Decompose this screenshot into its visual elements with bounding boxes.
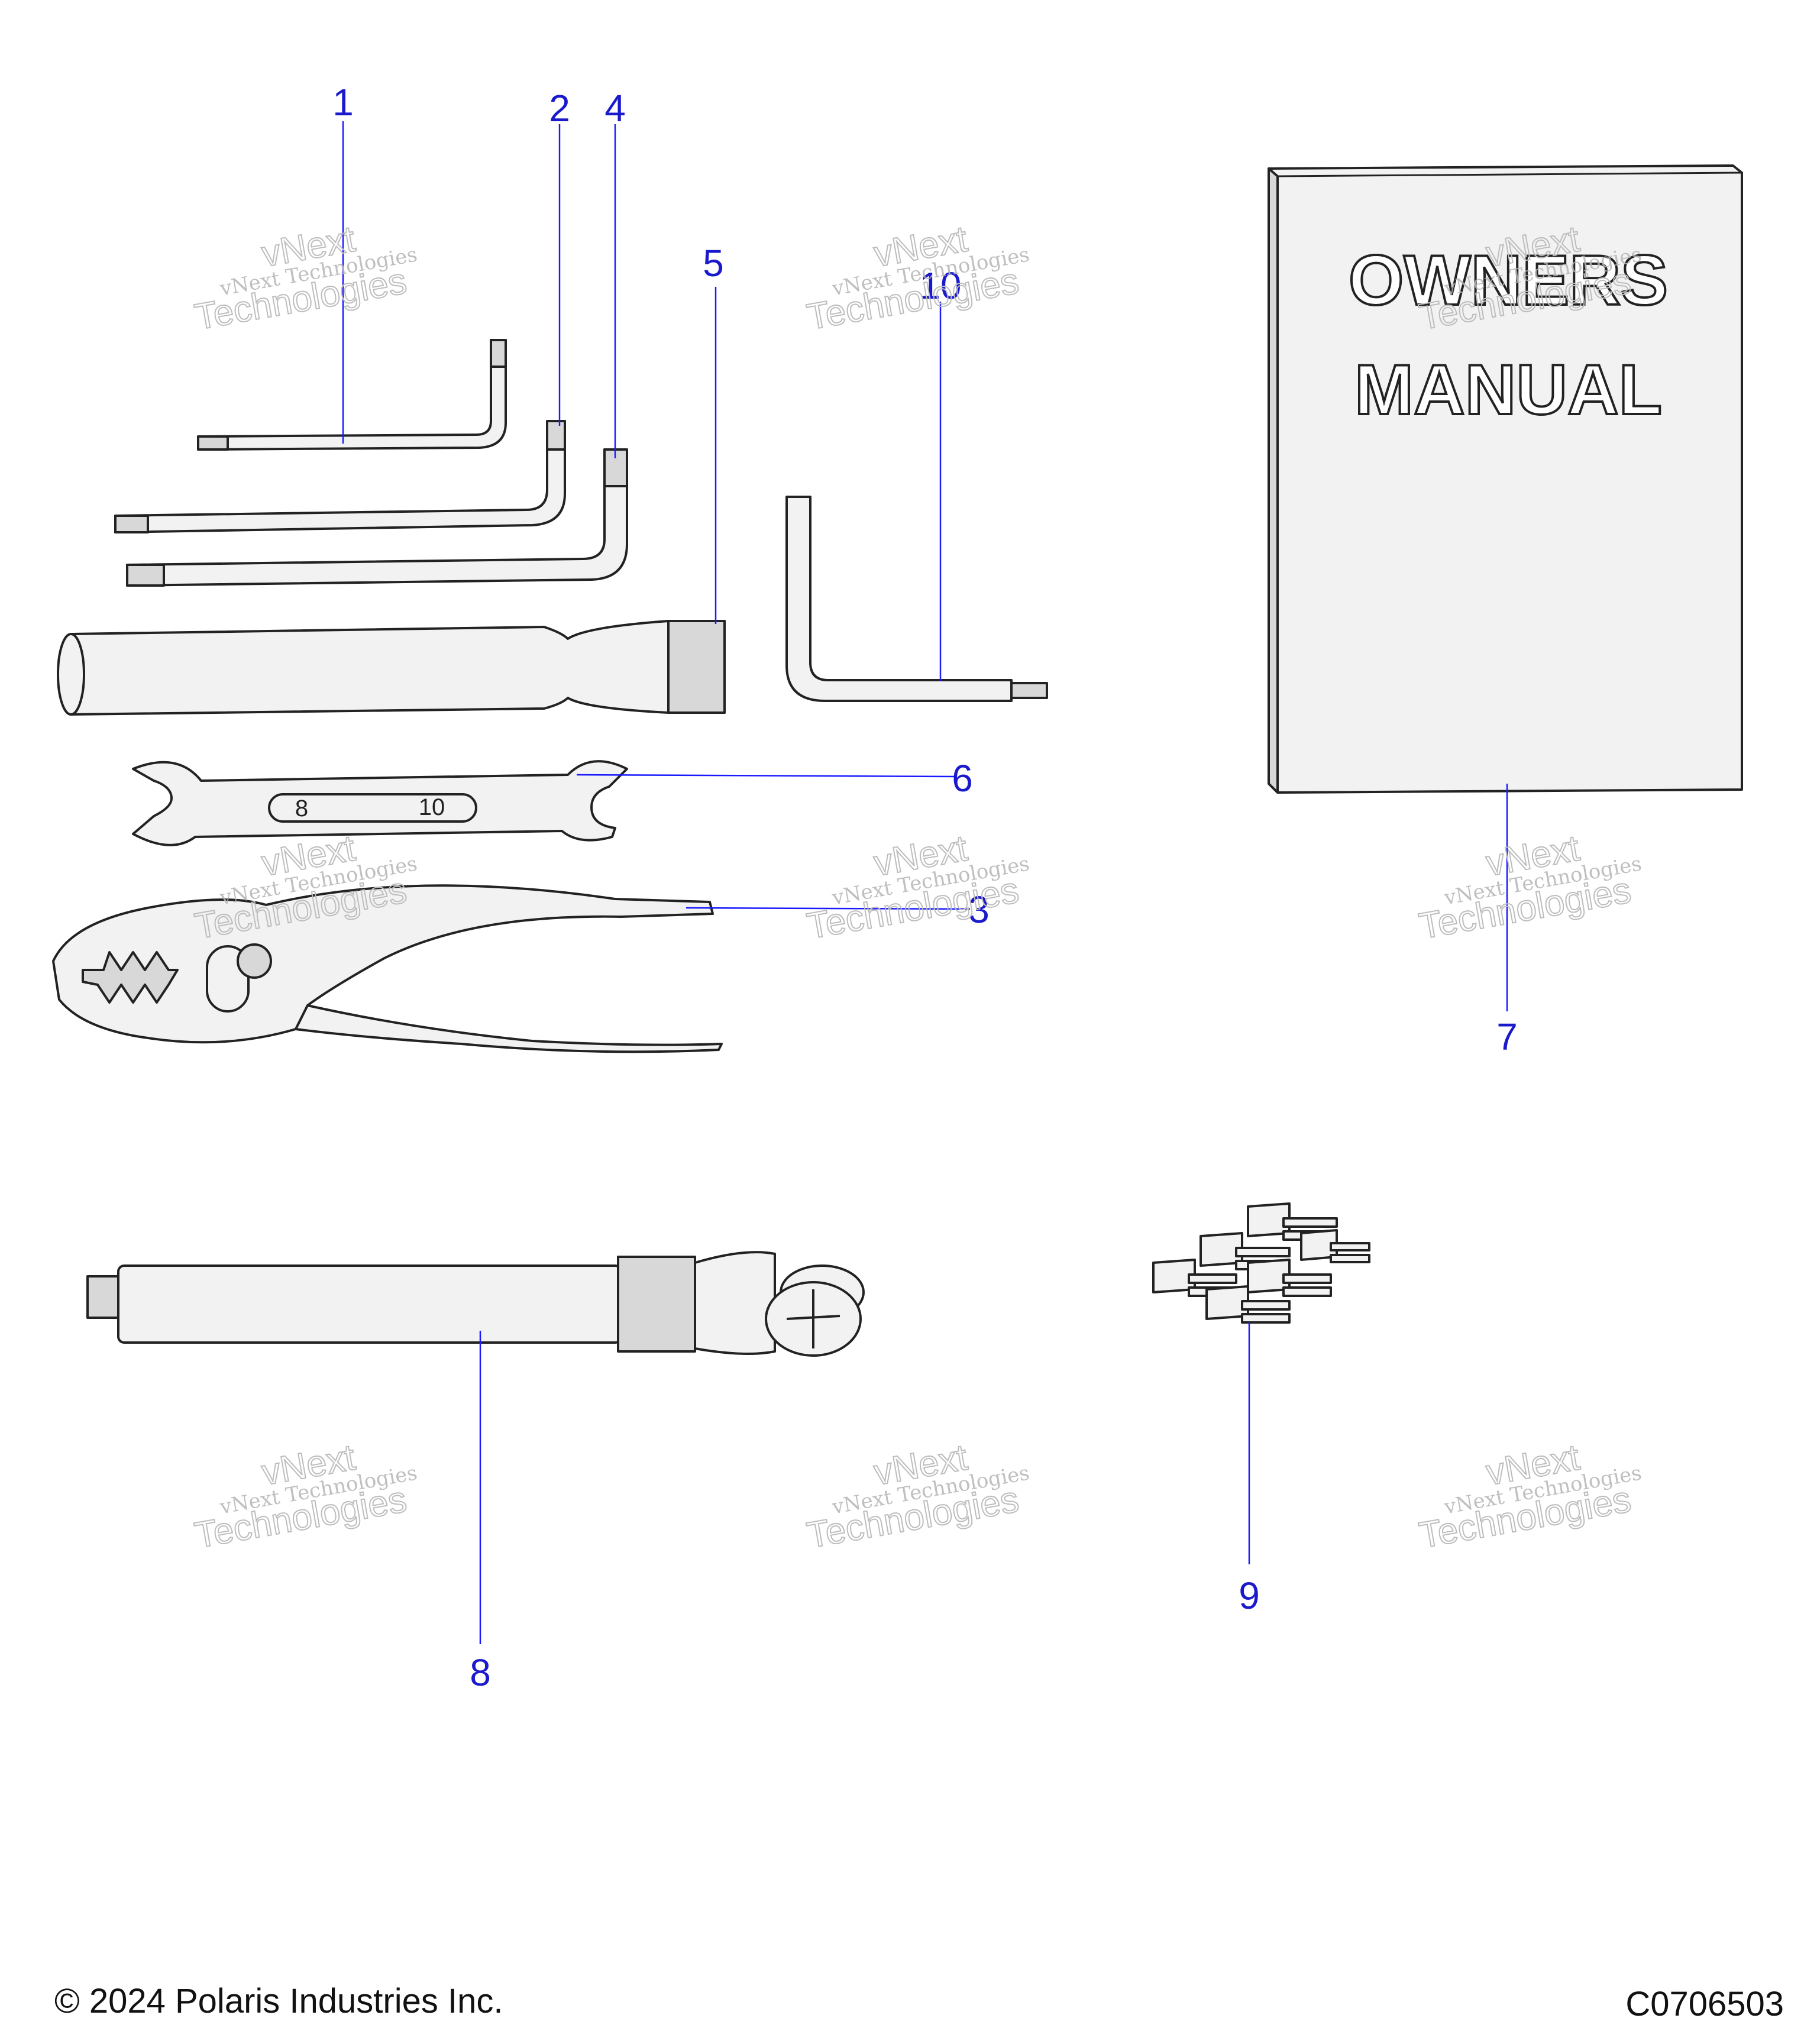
callouts: 1 2 4 5 10 6 3 7 8 9 — [332, 81, 1518, 1694]
callout-10: 10 — [919, 264, 961, 307]
hex-key-1 — [197, 339, 507, 451]
open-end-wrench: 8 10 — [132, 760, 628, 846]
callout-4: 4 — [604, 87, 626, 130]
watermark: vNext vNext Technologies Technologies — [803, 1437, 1031, 1557]
watermark: vNext vNext Technologies Technologies — [1415, 827, 1643, 948]
leader-6 — [576, 774, 956, 778]
fuse-set — [1152, 1202, 1370, 1324]
watermark: vNext vNext Technologies Technologies — [803, 218, 1031, 339]
watermark: vNext vNext Technologies Technologies — [1415, 1437, 1643, 1557]
owners-manual: OWNERS MANUAL — [1268, 164, 1743, 794]
watermark: vNext vNext Technologies Technologies — [803, 827, 1031, 948]
copyright-text: © 2024 Polaris Industries Inc. — [54, 1982, 503, 2020]
watermark: vNext vNext Technologies Technologies — [191, 218, 419, 339]
wrench-size-left: 8 — [295, 795, 308, 822]
callout-8: 8 — [470, 1651, 491, 1694]
hex-key-2 — [114, 420, 566, 533]
leader-3 — [686, 907, 971, 910]
wrench-size-right: 10 — [419, 794, 445, 820]
callout-2: 2 — [549, 87, 570, 130]
fuse — [1247, 1259, 1332, 1297]
hex-key-10 — [785, 496, 1048, 702]
manual-title-line-1: OWNERS — [1349, 241, 1668, 320]
slip-joint-pliers — [52, 884, 723, 1053]
callout-6: 6 — [952, 757, 973, 800]
callout-3: 3 — [968, 888, 990, 931]
callout-1: 1 — [332, 81, 354, 124]
watermark: vNext vNext Technologies Technologies — [191, 1437, 419, 1557]
diagram-code: C0706503 — [1625, 1985, 1784, 2023]
callout-9: 9 — [1239, 1574, 1260, 1617]
callout-7: 7 — [1496, 1015, 1518, 1058]
fuse — [1205, 1285, 1291, 1324]
manual-title-line-2: MANUAL — [1354, 350, 1662, 429]
socket-handle — [86, 1251, 865, 1357]
leader-lines — [342, 121, 1508, 1644]
fuse — [1300, 1229, 1370, 1263]
callout-5: 5 — [703, 242, 724, 284]
spark-plug-socket — [57, 620, 726, 716]
